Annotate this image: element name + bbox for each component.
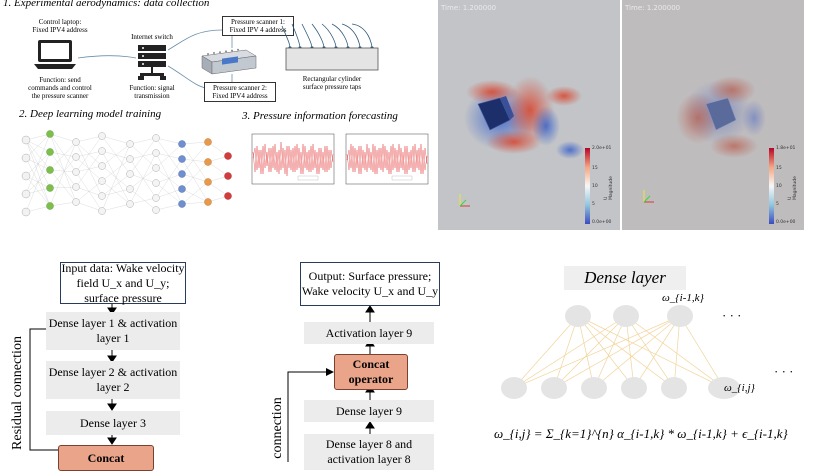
dense-equation: ω_{i,j} = Σ_{k=1}^{n} α_{i-1,k} * ω_{i-1…	[494, 426, 788, 441]
cfd-field-right	[676, 76, 766, 158]
cfd-cbar-max-right: 1.8e+01	[776, 146, 796, 151]
output-text: Output: Surface pressure; Wake velocity …	[301, 269, 439, 298]
dense-layer-1-box: Dense layer 1 & activation layer 1	[46, 312, 180, 350]
cfd-cbar-mid3-left: 5	[592, 202, 595, 207]
dense-layer-3-text: Dense layer 3	[80, 415, 146, 430]
cfd-time-right: Time: 1.200000	[625, 4, 681, 12]
cfd-cbar-mid1-right: 15	[776, 166, 782, 171]
scanner2-label: Pressure scanner 2: Fixed IPV4 address	[204, 82, 276, 102]
dense-layer-title: Dense layer	[584, 268, 666, 287]
output-box: Output: Surface pressure; Wake velocity …	[300, 262, 440, 306]
cfd-cbar-max-left: 2.0e+01	[592, 146, 612, 151]
flow-right-connectors	[287, 305, 375, 462]
switch-icon	[138, 45, 166, 80]
cfd-cbar-min-left: 0.0e+00	[592, 220, 612, 225]
cfd-cbar-mid2-right: 10	[776, 184, 782, 189]
dense-layer-3-box: Dense layer 3	[46, 411, 180, 435]
neural-network-graphic	[21, 130, 232, 217]
cylinder-taps-icon	[281, 23, 379, 71]
laptop-function-label: Function: send commands and control the …	[28, 76, 92, 100]
section2-title: 2. Deep learning model training	[19, 108, 162, 120]
axes-triad-left-icon	[459, 194, 470, 207]
cfd-colorbar-right	[769, 148, 774, 224]
switch-function-label: Function: signal transmission	[129, 84, 175, 100]
activation-layer-9-text: Activation layer 9	[325, 325, 413, 340]
laptop-icon	[34, 40, 76, 69]
cfd-panel-right: Time: 1.200000 1.8e+01 15 10 5 0.0e+00 U…	[622, 0, 804, 230]
flow-left-connectors	[29, 302, 117, 451]
cfd-cbar-mid1-left: 15	[592, 166, 598, 171]
input-data-box: Input data: Wake velocity field U_x and …	[60, 260, 186, 305]
omega-top-label: ω_{i-1,k}	[662, 292, 704, 304]
dense-layer-graph	[501, 305, 740, 399]
concat-text-left: Concat	[87, 450, 125, 465]
control-laptop-label: Control laptop: Fixed IPV4 address	[32, 18, 88, 34]
forecast-plot-1	[251, 133, 335, 185]
cylinder-label: Rectangular cylinder surface pressure ta…	[302, 75, 362, 91]
dense-layer-8-box: Dense layer 8 and activation layer 8	[304, 434, 434, 470]
ellipsis-top: · · ·	[722, 308, 742, 323]
axes-triad-right-icon	[643, 190, 654, 203]
network-links	[77, 29, 233, 89]
dense-layer-2-text: Dense layer 2 & activation layer 2	[48, 365, 178, 394]
forecast-plot-2	[345, 133, 429, 185]
cfd-cbar-title-right: U Magnitude	[788, 176, 798, 200]
cfd-time-left: Time: 1.200000	[441, 4, 497, 12]
pressure-scanner-icon	[201, 48, 257, 75]
cfd-cbar-min-right: 0.0e+00	[776, 220, 796, 225]
cfd-field-left	[464, 76, 584, 159]
dense-layer-title-box: Dense layer	[564, 266, 686, 290]
switch-label: Internet switch	[131, 33, 173, 41]
cfd-cbar-mid2-left: 10	[592, 184, 598, 189]
omega-bottom-label: ω_{i,j}	[724, 382, 755, 394]
dense-layer-8-text: Dense layer 8 and activation layer 8	[325, 437, 413, 466]
cfd-colorbar-left	[585, 148, 590, 224]
concat-operator-box: Concat operator	[334, 354, 408, 390]
dense-layer-9-text: Dense layer 9	[336, 403, 402, 418]
cfd-cbar-mid3-right: 5	[776, 202, 779, 207]
concat-box-left: Concat	[58, 445, 154, 471]
input-data-text: Input data: Wake velocity field U_x and …	[61, 260, 185, 305]
activation-layer-9-box: Activation layer 9	[304, 322, 434, 344]
concat-operator-text: Concat operator	[348, 357, 394, 386]
section3-title: 3. Pressure information forecasting	[242, 110, 398, 122]
cfd-cbar-title-left: U Magnitude	[604, 176, 614, 200]
dense-layer-2-box: Dense layer 2 & activation layer 2	[46, 361, 180, 399]
cfd-panel-left: Time: 1.200000 2.0e+01 15 10 5 0.0e+00 U…	[438, 0, 620, 230]
section1-title: 1. Experimental aerodynamics: data colle…	[3, 0, 210, 9]
ellipsis-bottom: · · ·	[774, 364, 794, 379]
scanner1-label: Pressure scanner 1: Fixed IPV 4 address	[222, 16, 294, 36]
dense-layer-9-box: Dense layer 9	[304, 400, 434, 422]
dense-layer-1-text: Dense layer 1 & activation layer 1	[48, 316, 178, 345]
